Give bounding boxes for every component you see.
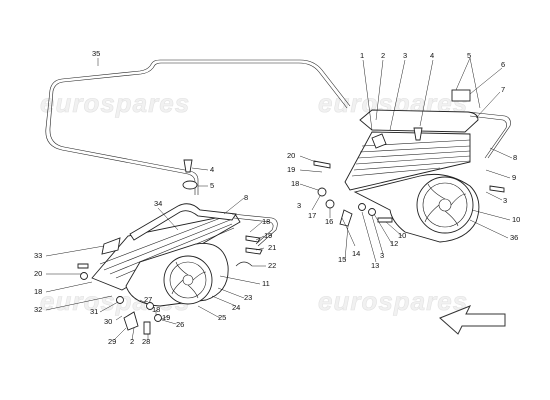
callout-5-left: 5 <box>210 181 214 190</box>
callout-30: 30 <box>104 317 112 326</box>
bolt-left-4-icon <box>183 159 193 173</box>
callout-19-left-bottom: 19 <box>162 313 170 322</box>
callout-19-left-top: 19 <box>264 231 272 240</box>
fan-right-icon <box>416 176 474 234</box>
callout-7: 7 <box>501 85 505 94</box>
callout-13: 13 <box>371 261 379 270</box>
callout-4-right: 4 <box>430 51 434 60</box>
callout-18-left-top: 18 <box>262 217 270 226</box>
right-radiator-assembly <box>313 89 511 243</box>
callout-2-left: 2 <box>130 337 134 346</box>
callout-14: 14 <box>352 249 360 258</box>
callout-15: 15 <box>338 255 346 264</box>
callout-32: 32 <box>34 305 42 314</box>
bracket-6-icon <box>451 89 471 102</box>
callout-18-right: 18 <box>291 179 299 188</box>
watermark-arrow-icon <box>439 305 506 335</box>
watermark-bottom-right: eurospares <box>318 286 468 316</box>
callout-23: 23 <box>244 293 252 302</box>
callout-28: 28 <box>142 337 150 346</box>
fan-left-icon <box>163 255 213 305</box>
callout-17: 17 <box>308 211 316 220</box>
callout-5-right: 5 <box>467 51 471 60</box>
callout-2: 2 <box>381 51 385 60</box>
callout-1: 1 <box>360 51 364 60</box>
callout-29: 29 <box>108 337 116 346</box>
callout-16: 16 <box>325 217 333 226</box>
callout-8-left: 8 <box>244 193 248 202</box>
callout-20-left: 20 <box>34 269 42 278</box>
callout-9: 9 <box>512 173 516 182</box>
long-coolant-pipe <box>45 59 351 195</box>
callout-labels: 1 2 3 4 5 6 7 8 9 3 10 36 20 19 18 3 17 … <box>34 49 520 346</box>
left-radiator-assembly <box>77 159 278 335</box>
callout-18-left-bottom: 18 <box>152 305 160 314</box>
callout-3-right: 3 <box>503 196 507 205</box>
callout-3-mid: 3 <box>297 201 301 210</box>
callout-27: 27 <box>144 295 152 304</box>
callout-26: 26 <box>176 320 184 329</box>
callout-31: 31 <box>90 307 98 316</box>
callout-12: 12 <box>390 239 398 248</box>
callout-10-right: 10 <box>512 215 520 224</box>
callout-3-top: 3 <box>403 51 407 60</box>
callout-34: 34 <box>154 199 162 208</box>
watermark-top-left: eurospares <box>40 88 190 118</box>
bolt-4-icon <box>413 127 423 141</box>
callout-35: 35 <box>92 49 100 58</box>
callout-19-right: 19 <box>287 165 295 174</box>
callout-36: 36 <box>510 233 518 242</box>
callout-3-bottom: 3 <box>380 251 384 260</box>
callout-33: 33 <box>34 251 42 260</box>
callout-8-right: 8 <box>513 153 517 162</box>
callout-4-left: 4 <box>210 165 214 174</box>
callout-6: 6 <box>501 60 505 69</box>
callout-24: 24 <box>232 303 240 312</box>
callout-11: 11 <box>262 279 270 288</box>
callout-21: 21 <box>268 243 276 252</box>
callout-10-mid: 10 <box>398 231 406 240</box>
callout-20-right: 20 <box>287 151 295 160</box>
callout-22: 22 <box>268 261 276 270</box>
leader-lines <box>45 57 513 341</box>
callout-18-left: 18 <box>34 287 42 296</box>
callout-25: 25 <box>218 313 226 322</box>
